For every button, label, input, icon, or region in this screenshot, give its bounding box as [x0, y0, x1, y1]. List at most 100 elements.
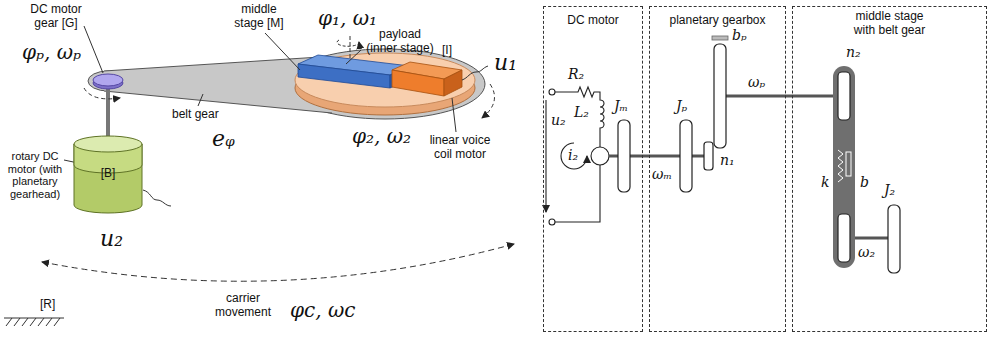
label-holder: eᵩ [212, 126, 235, 152]
symbol-label: bₚ [732, 27, 747, 44]
label-holder: DC motor gear [G] [20, 3, 92, 31]
node-text-wrap: DC motor [544, 7, 642, 28]
part-label: [I] [442, 44, 452, 58]
belt-drive [833, 66, 900, 273]
ground-hatch [4, 318, 64, 326]
symbol-label: u₁ [494, 50, 517, 76]
node-text-wrap: planetary gearbox [650, 7, 785, 28]
belt-drive [846, 152, 851, 176]
label-holder: carrier movement [206, 292, 280, 320]
node-title: middle stage with belt gear [844, 10, 936, 38]
payload-axis [350, 36, 351, 60]
symbol-label: Jₚ [676, 98, 687, 115]
ground-hatch [46, 318, 52, 326]
part-label: payload (inner stage) [362, 28, 438, 56]
node-title: planetary gearbox [669, 14, 765, 28]
inertia-disk [618, 120, 630, 192]
symbol-label: k [821, 174, 829, 191]
node-title: [B] [101, 167, 116, 181]
label-holder: φ₁, ω₁ [318, 6, 377, 30]
label-holder: payload (inner stage) [362, 28, 438, 56]
drive-shaft [692, 155, 704, 158]
leader-line [346, 50, 361, 64]
leader-line [452, 98, 456, 132]
belt-drive [838, 214, 850, 262]
label-holder: rotary DC motor (with planetary gearhead… [2, 150, 68, 201]
label-holder: ω₂ [858, 244, 875, 261]
ground-hatch [4, 318, 64, 319]
node-text-wrap: middle stage with belt gear [793, 7, 986, 38]
drive-shaft [850, 237, 888, 240]
motor-gear [93, 74, 123, 86]
label-holder: R₂ [568, 66, 584, 83]
payload-block [298, 64, 390, 88]
label-holder: i₂ [568, 147, 578, 164]
symbol-label: u₂ [100, 226, 123, 252]
label-holder: Jₚ [676, 98, 687, 115]
symbol-label: b [860, 174, 869, 191]
ground-hatch [22, 318, 28, 326]
inertia-disk [680, 120, 692, 192]
symbol-label: u₂ [551, 112, 566, 129]
label-holder: n₂ [846, 44, 861, 61]
voice-coil-block [392, 70, 444, 96]
symbol-label: L₂ [574, 104, 589, 121]
motor-cylinder: [B] [73, 135, 143, 215]
voice-coil-block [392, 62, 462, 96]
rotation-arrow [84, 88, 120, 99]
symbol-label: R₂ [568, 66, 584, 83]
drive-shaft [792, 95, 838, 98]
label-holder: φₚ, ωₚ [22, 40, 81, 64]
symbol-label: n₁ [720, 152, 735, 169]
label-holder: L₂ [574, 104, 589, 121]
belt-drive [833, 66, 855, 268]
belt-drive [838, 72, 850, 120]
part-label: belt gear [172, 108, 219, 122]
ground-hatch [38, 318, 44, 326]
payload-axis [337, 40, 359, 46]
symbol-label: eᵩ [212, 126, 235, 152]
leader-line [198, 94, 203, 106]
motor-gear [93, 74, 123, 89]
ground-hatch [6, 318, 12, 326]
belt-gear-band [88, 49, 485, 119]
node-text-wrap: [B] [73, 135, 143, 181]
inertia-disk [704, 142, 713, 170]
motor-circuit [591, 147, 609, 165]
symbol-label: φ₁, ω₁ [318, 6, 377, 30]
belt-drive [888, 205, 900, 273]
rotation-arrow [482, 84, 495, 118]
label-holder: ωₚ [748, 74, 765, 91]
ground-hatch [54, 318, 60, 326]
label-holder: u₁ [494, 50, 517, 76]
label-holder: [I] [442, 44, 452, 58]
part-label: rotary DC motor (with planetary gearhead… [2, 150, 68, 201]
label-holder: u₂ [551, 112, 566, 129]
motor-circuit [555, 165, 600, 222]
symbol-label: n₂ [846, 44, 861, 61]
label-holder: belt gear [172, 108, 219, 122]
voice-coil-block [444, 70, 462, 96]
drive-shaft [726, 95, 786, 98]
motor-circuit [546, 87, 609, 225]
payload-axis [337, 36, 359, 60]
friction-bar [712, 36, 728, 40]
part-label: carrier movement [206, 292, 280, 320]
motor-circuit [549, 219, 555, 225]
symbol-label: φc, ωc [290, 298, 355, 322]
leader-line [64, 26, 456, 163]
motor-wire [143, 190, 171, 206]
drive-shaft [649, 155, 680, 158]
symbol-label: ωₚ [748, 74, 765, 91]
leader-line [265, 33, 300, 70]
cylinder-top [74, 136, 142, 152]
coil-wire [462, 66, 488, 80]
label-holder: linear voice coil motor [420, 134, 500, 162]
middle-stage-disk [295, 53, 475, 107]
inertia-disk [618, 44, 726, 192]
label-holder: ωₘ [652, 166, 672, 183]
symbol-label: ω₂ [858, 244, 875, 261]
symbol-label: φ₂, ω₂ [352, 124, 411, 148]
label-holder: φ₂, ω₂ [352, 124, 411, 148]
